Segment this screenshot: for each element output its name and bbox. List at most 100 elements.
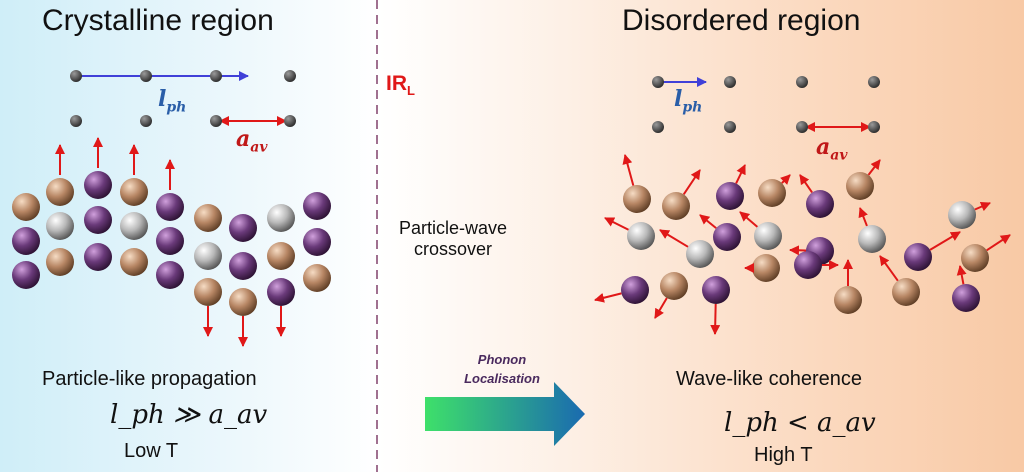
- silver-atom: [194, 242, 222, 270]
- tan-atom: [46, 248, 74, 276]
- crossover-text: Particle-wave crossover: [398, 218, 508, 259]
- right-coherence-text: Wave-like coherence: [676, 368, 863, 390]
- vibration-arrow: [867, 159, 881, 176]
- vibration-arrow: [929, 231, 961, 251]
- aav-label-left: aav: [236, 126, 268, 156]
- aav-label-right: aav: [816, 134, 848, 164]
- tan-atom: [834, 286, 862, 314]
- lattice-dot: [652, 121, 664, 133]
- vibration-arrow: [710, 303, 721, 335]
- purple-atom: [229, 214, 257, 242]
- purple-atom: [84, 206, 112, 234]
- purple-atom: [12, 227, 40, 255]
- lattice-dot: [210, 115, 222, 127]
- vibration-arrow: [659, 229, 689, 248]
- tan-atom: [892, 278, 920, 306]
- tan-atom: [267, 242, 295, 270]
- lattice-dot: [70, 115, 82, 127]
- silver-atom: [686, 240, 714, 268]
- lattice-dot: [868, 76, 880, 88]
- silver-atom: [627, 222, 655, 250]
- vibration-arrow: [735, 164, 746, 184]
- tan-atom: [758, 179, 786, 207]
- phonon-localisation-arrow: [425, 382, 585, 446]
- lph-label-left: lph: [158, 86, 187, 116]
- vibration-arrow: [594, 292, 622, 303]
- purple-atom: [156, 261, 184, 289]
- purple-atom: [303, 228, 331, 256]
- left-temperature: Low T: [124, 440, 179, 462]
- tan-atom: [660, 272, 688, 300]
- ir-label: IRL: [386, 72, 415, 99]
- tan-atom: [846, 172, 874, 200]
- right-temperature: High T: [754, 444, 813, 466]
- vibration-arrow: [682, 169, 701, 195]
- purple-atom: [621, 276, 649, 304]
- lattice-dot: [140, 70, 152, 82]
- purple-atom: [303, 192, 331, 220]
- vibration-arrow: [879, 255, 899, 282]
- silver-atom: [858, 225, 886, 253]
- purple-atom: [716, 182, 744, 210]
- lattice-dot: [652, 76, 664, 88]
- tan-atom: [229, 288, 257, 316]
- silver-atom: [120, 212, 148, 240]
- vibration-arrow: [799, 174, 813, 194]
- lattice-dot: [868, 121, 880, 133]
- lattice-dot: [796, 121, 808, 133]
- lattice-dot: [284, 115, 296, 127]
- lattice-dot: [796, 76, 808, 88]
- crystalline-title: Crystalline region: [42, 4, 274, 37]
- vibration-arrow: [789, 245, 807, 256]
- tan-atom: [961, 244, 989, 272]
- tan-atom: [623, 185, 651, 213]
- vibration-arrow: [622, 154, 635, 186]
- tan-atom: [303, 264, 331, 292]
- purple-atom: [806, 190, 834, 218]
- purple-atom: [713, 223, 741, 251]
- vibration-arrow: [974, 201, 991, 212]
- silver-atom: [754, 222, 782, 250]
- lattice-dot: [724, 121, 736, 133]
- purple-atom: [904, 243, 932, 271]
- purple-atom: [156, 227, 184, 255]
- vibration-arrow: [780, 174, 791, 185]
- purple-atom: [794, 251, 822, 279]
- vibration-arrow: [739, 211, 759, 228]
- purple-atom: [702, 276, 730, 304]
- vibration-arrow: [604, 217, 629, 231]
- lattice-dot: [210, 70, 222, 82]
- tan-atom: [120, 248, 148, 276]
- purple-atom: [84, 171, 112, 199]
- left-propagation-text: Particle-like propagation: [42, 368, 257, 390]
- lattice-dot: [284, 70, 296, 82]
- silver-atom: [267, 204, 295, 232]
- tan-atom: [752, 254, 780, 282]
- left-relation: l_ph ≫ a_av: [110, 400, 268, 430]
- vibration-arrow: [699, 214, 717, 229]
- tan-atom: [120, 178, 148, 206]
- lattice-dot: [140, 115, 152, 127]
- vibration-arrow: [858, 207, 868, 227]
- disordered-title: Disordered region: [622, 4, 861, 37]
- vibration-arrow: [986, 234, 1011, 252]
- lph-label-right: lph: [674, 86, 703, 116]
- purple-atom: [84, 243, 112, 271]
- phonon-localisation-label: Phonon Localisation: [464, 352, 540, 386]
- purple-atom: [156, 193, 184, 221]
- tan-atom: [194, 204, 222, 232]
- vibration-arrow: [654, 297, 668, 319]
- tan-atom: [662, 192, 690, 220]
- right-relation: l_ph < a_av: [724, 408, 876, 438]
- tan-atom: [12, 193, 40, 221]
- lattice-dot: [70, 70, 82, 82]
- silver-atom: [948, 201, 976, 229]
- tan-atom: [194, 278, 222, 306]
- purple-atom: [952, 284, 980, 312]
- purple-atom: [267, 278, 295, 306]
- purple-atom: [229, 252, 257, 280]
- purple-atom: [12, 261, 40, 289]
- silver-atom: [46, 212, 74, 240]
